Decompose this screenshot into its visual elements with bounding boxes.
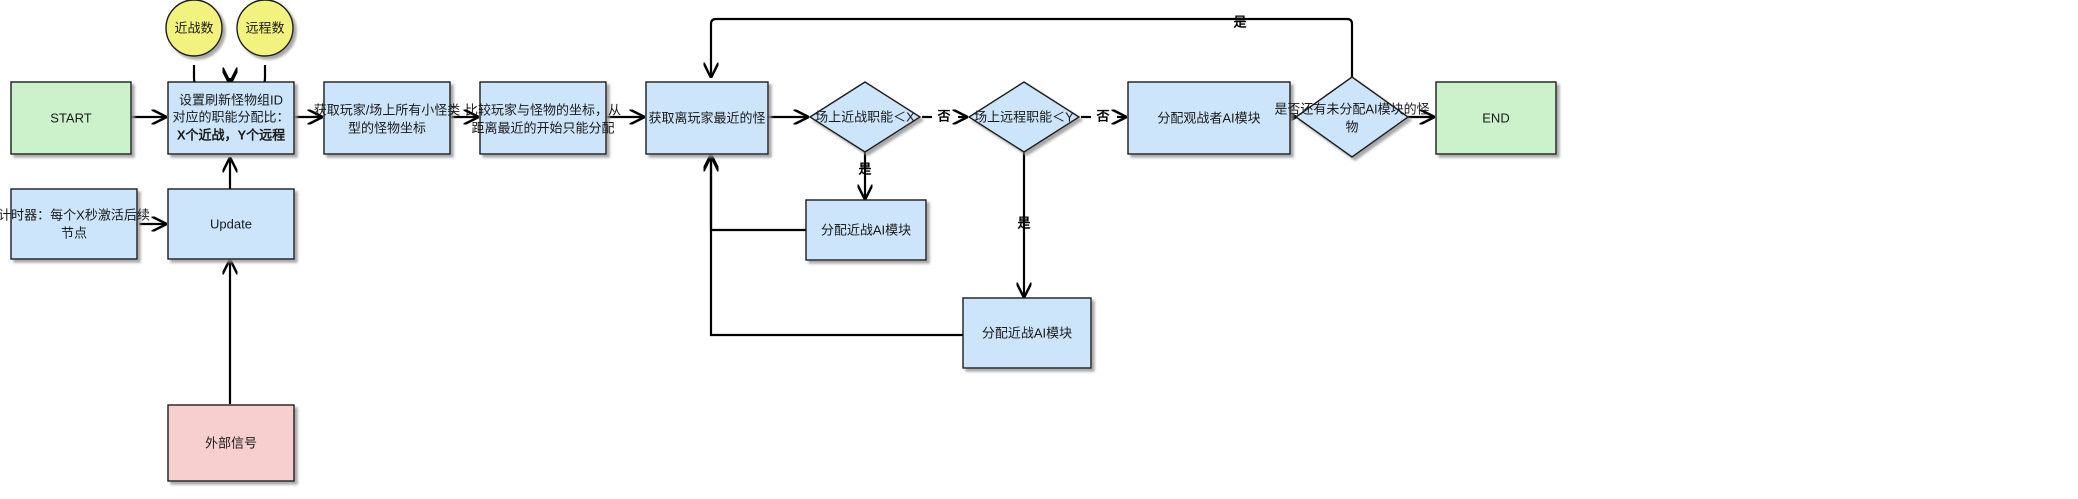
edge-decide-more-yes-loop [711, 17, 1354, 77]
node-end[interactable]: END [1435, 81, 1557, 155]
edge-assign-melee-top-back [711, 155, 806, 232]
node-decision-more-monsters[interactable]: 是否还有未分配AI模块的怪 物 [1274, 76, 1430, 158]
node-param-melee-count-label: 近战数 [174, 20, 213, 35]
node-decision-melee-label: 场上近战职能＜X [815, 109, 915, 124]
node-assign-melee-bottom-label: 分配近战AI模块 [982, 325, 1072, 340]
node-nearest-label: 获取离玩家最近的怪 [648, 110, 765, 125]
node-get-nearest-monster[interactable]: 获取离玩家最近的怪 [645, 81, 769, 155]
node-timer-line2: 节点 [61, 225, 87, 240]
node-assign-melee-ai-top[interactable]: 分配近战AI模块 [805, 199, 927, 261]
edge-assign-melee-bottom-back [711, 157, 963, 337]
node-update-label: Update [210, 216, 252, 231]
node-decision-more-line1: 是否还有未分配AI模块的怪 [1274, 101, 1429, 116]
node-assign-melee-top-label: 分配近战AI模块 [821, 222, 911, 237]
node-timer[interactable]: 计时器：每个X秒激活后续 节点 [0, 188, 150, 260]
node-param-melee-count[interactable]: 近战数 [165, 0, 223, 57]
node-end-label: END [1482, 110, 1509, 125]
node-decision-ranged-label: 场上远程职能＜Y [974, 109, 1074, 124]
edge-label-melee-no: 否 [936, 108, 950, 123]
node-decision-ranged-count[interactable]: 场上远程职能＜Y [967, 81, 1081, 153]
node-start[interactable]: START [10, 81, 132, 155]
edge-label-more-yes: 是 [1232, 14, 1247, 29]
node-assign-melee-ai-bottom[interactable]: 分配近战AI模块 [962, 297, 1092, 369]
node-compare-coords[interactable]: 比较玩家与怪物的坐标，从 距离最近的开始只能分配 [465, 81, 621, 155]
node-external-signal[interactable]: 外部信号 [167, 404, 295, 482]
node-assign-spectator-label: 分配观战者AI模块 [1157, 110, 1260, 125]
node-update[interactable]: Update [167, 188, 295, 260]
node-setup-line3: X个近战，Y个远程 [177, 127, 285, 142]
node-decision-more-line2: 物 [1345, 119, 1358, 134]
node-setup-monster-group[interactable]: 设置刷新怪物组ID 对应的职能分配比： X个近战，Y个远程 [167, 81, 295, 155]
node-compare-line1: 比较玩家与怪物的坐标，从 [465, 102, 621, 117]
node-get-monster-coords[interactable]: 获取玩家/场上所有小怪类 型的怪物坐标 [314, 81, 461, 155]
node-start-label: START [50, 110, 91, 125]
node-param-ranged-count-label: 远程数 [245, 20, 284, 35]
node-external-signal-label: 外部信号 [205, 435, 257, 450]
node-decision-melee-count[interactable]: 场上近战职能＜X [808, 81, 922, 153]
node-get-coords-line1: 获取玩家/场上所有小怪类 [314, 102, 461, 117]
node-get-coords-line2: 型的怪物坐标 [348, 120, 426, 135]
node-param-ranged-count[interactable]: 远程数 [236, 0, 294, 57]
node-setup-line2: 对应的职能分配比： [172, 109, 289, 124]
edge-label-ranged-no: 否 [1095, 108, 1109, 123]
edge-label-ranged-yes: 是 [1016, 215, 1031, 230]
node-setup-line1: 设置刷新怪物组ID [179, 92, 283, 107]
node-assign-spectator-ai[interactable]: 分配观战者AI模块 [1127, 81, 1291, 155]
edge-label-melee-yes: 是 [857, 161, 872, 176]
node-compare-line2: 距离最近的开始只能分配 [471, 120, 614, 135]
node-timer-line1: 计时器：每个X秒激活后续 [0, 207, 150, 222]
